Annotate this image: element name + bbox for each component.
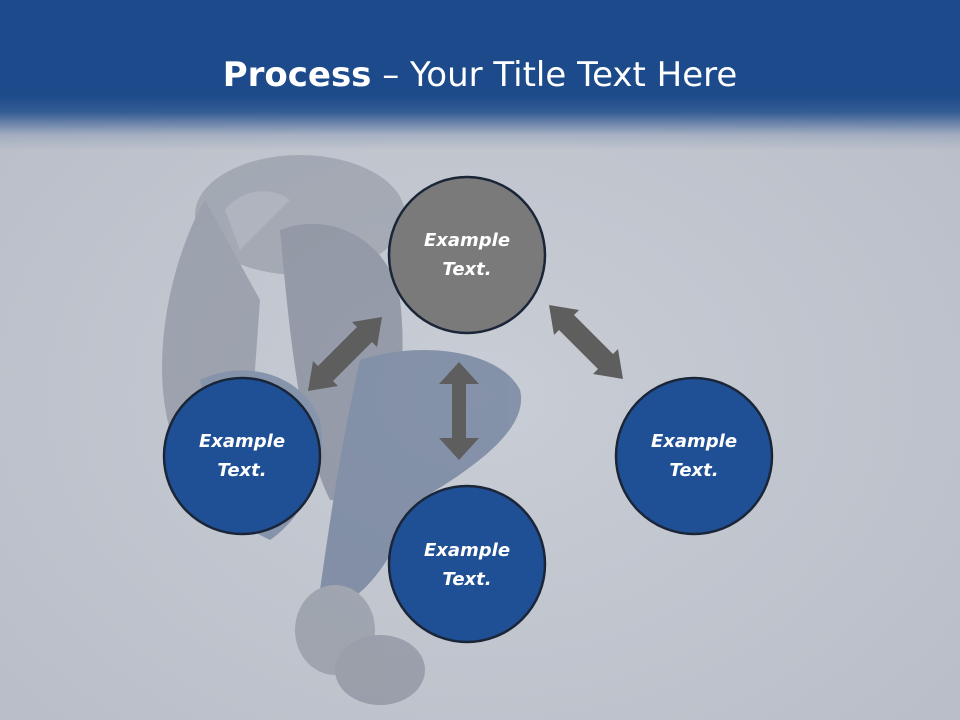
node-top-line2: Text. — [442, 259, 491, 280]
node-top-line1: Example — [424, 230, 510, 251]
process-node-top: Example Text. — [387, 175, 547, 335]
node-left-line2: Text. — [217, 460, 266, 481]
slide-title: Process – Your Title Text Here — [0, 52, 960, 98]
arrow-vertical — [439, 362, 479, 460]
header-band — [0, 0, 960, 150]
node-left-line1: Example — [199, 431, 285, 452]
process-node-left: Example Text. — [162, 376, 322, 536]
process-node-right: Example Text. — [614, 376, 774, 536]
node-bottom-line2: Text. — [442, 569, 491, 590]
title-bold: Process — [222, 55, 372, 95]
title-rest: – Your Title Text Here — [371, 55, 738, 95]
node-bottom-line1: Example — [424, 540, 510, 561]
arrow-top-left — [308, 317, 382, 391]
node-right-line2: Text. — [669, 460, 718, 481]
arrow-top-right — [549, 305, 623, 379]
node-right-line1: Example — [651, 431, 737, 452]
process-node-bottom: Example Text. — [387, 484, 547, 644]
